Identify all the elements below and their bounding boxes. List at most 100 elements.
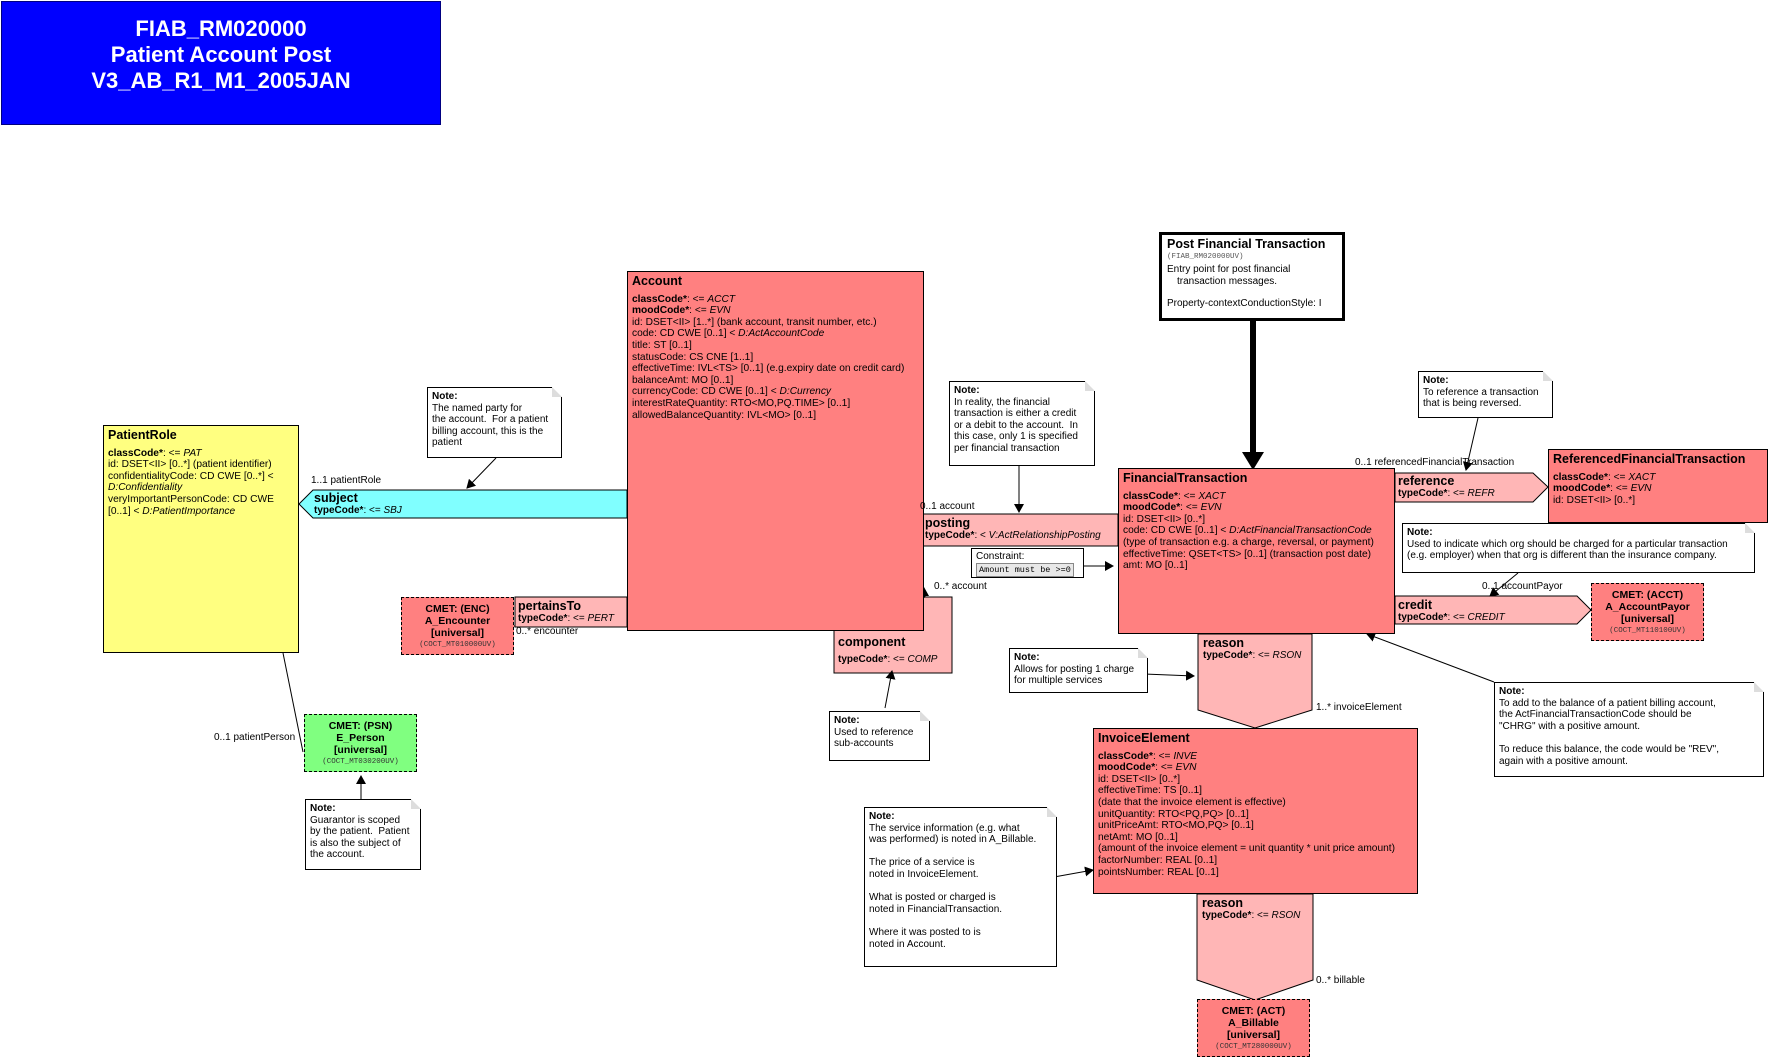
class-attribute: moodCode*: <= EVN (632, 305, 731, 317)
class-referenced-financial-transaction: ReferencedFinancialTransaction classCode… (1548, 449, 1768, 523)
referenced-ft-name: ReferencedFinancialTransaction (1553, 452, 1746, 466)
note-line: Where it was posted to is (869, 926, 981, 938)
class-attribute: (amount of the invoice element = unit qu… (1098, 843, 1396, 855)
class-attribute: moodCode*: <= EVN (1123, 502, 1222, 514)
component-name: component (838, 635, 906, 649)
reference-shape (1394, 472, 1549, 503)
invoice-element-name: InvoiceElement (1098, 731, 1190, 745)
note-line: (e.g. employer) when that org is differe… (1407, 550, 1717, 562)
reason2-shape (1196, 893, 1314, 1001)
class-attribute: veryImportantPersonCode: CD CWE (108, 493, 274, 505)
class-attribute: amt: MO [0..1] (1123, 560, 1188, 572)
class-attribute: allowedBalanceQuantity: IVL<MO> [0..1] (632, 409, 817, 421)
class-attribute: D:Confidentiality (108, 482, 183, 494)
cmet-a-encounter: CMET: (ENC) A_Encounter [universal] (COC… (401, 597, 514, 655)
class-attribute: effectiveTime: TS [0..1] (1098, 785, 1202, 797)
rel-credit: credit typeCode*: <= CREDIT (1398, 598, 1505, 623)
note-line: Allows for posting 1 charge (1014, 663, 1135, 675)
label-account-many: 0..* account (934, 581, 987, 592)
note-header: Note: (432, 391, 458, 402)
credit-typecode: typeCode*: <= CREDIT (1398, 612, 1505, 623)
class-attribute: title: ST [0..1] (632, 339, 692, 351)
pertains-to-name: pertainsTo (518, 599, 581, 613)
constraint-label: Constraint: (976, 551, 1025, 562)
note-line: noted in Account. (869, 938, 946, 950)
note-line: To reference a transaction (1423, 386, 1539, 398)
class-attribute: confidentialityCode: CD CWE [0..*] < (108, 470, 274, 482)
note-line: The price of a service is (869, 857, 975, 869)
note-header: Note: (1014, 652, 1040, 663)
class-attribute: moodCode*: <= EVN (1098, 762, 1197, 774)
note-line: the ActFinancialTransactionCode should b… (1499, 709, 1692, 721)
cmet-person-name: E_Person (336, 732, 385, 744)
rel-reason-2: reason typeCode*: <= RSON (1202, 896, 1300, 921)
rel-pertains-to: pertainsTo typeCode*: <= PERT (518, 599, 614, 624)
note-line: noted in InvoiceElement. (869, 868, 979, 880)
note-line: To reduce this balance, the code would b… (1499, 743, 1720, 755)
cmet-billable-id: (COCT_MT280000UV) (1215, 1043, 1292, 1051)
class-attribute: classCode*: <= XACT (1553, 471, 1656, 483)
note-org-charged: Note: Used to indicate which org should … (1402, 523, 1755, 573)
class-attribute: (type of transaction e.g. a charge, reve… (1123, 536, 1374, 548)
note-line: To add to the balance of a patient billi… (1499, 697, 1716, 709)
cmet-payor-name: A_AccountPayor (1605, 601, 1690, 613)
class-attribute: id: DSET<II> [0..*] (patient identifier) (108, 459, 272, 471)
diagram-title-banner: FIAB_RM020000 Patient Account Post V3_AB… (1, 1, 441, 125)
note-line (869, 881, 1052, 893)
class-financial-transaction: FinancialTransaction classCode*: <= XACT… (1118, 468, 1395, 634)
cmet-person-type: CMET: (PSN) (328, 720, 393, 732)
note-body: Used to indicate which org should be cha… (1407, 539, 1750, 562)
note-line: Guarantor is scoped (310, 814, 401, 826)
note-line: patient (432, 437, 463, 449)
pertains-to-shape (514, 596, 628, 628)
note-line (1499, 732, 1759, 744)
cmet-encounter-type: CMET: (ENC) (425, 603, 490, 615)
class-attribute: code: CD CWE [0..1] < D:ActAccountCode (632, 328, 825, 340)
patient-person-link (282, 652, 304, 753)
pertains-to-typecode: typeCode*: <= PERT (518, 613, 614, 624)
reference-typecode: typeCode*: <= REFR (1398, 488, 1495, 499)
account-name: Account (632, 274, 682, 288)
posting-typecode: typeCode*: < V:ActRelationshipPosting (925, 530, 1101, 541)
note-line (869, 846, 1052, 858)
title-line-3: V3_AB_R1_M1_2005JAN (91, 68, 351, 93)
note-line: transaction is either a credit (954, 408, 1077, 420)
reason1-typecode: typeCode*: <= RSON (1203, 650, 1302, 661)
constraint-value: Amount must be >=0 (976, 563, 1074, 577)
note-line: The service information (e.g. what (869, 822, 1020, 834)
note-line: billing account, this is the (432, 425, 544, 437)
entry-point-arrowhead (1242, 452, 1264, 470)
patient-role-name: PatientRole (108, 428, 177, 442)
class-attribute: statusCode: CS CNE [1..1] (632, 351, 754, 363)
label-encounter: 0..* encounter (516, 626, 579, 637)
class-attribute: code: CD CWE [0..1] < D:ActFinancialTran… (1123, 525, 1372, 537)
component-typecode: typeCode*: <= COMP (838, 654, 938, 665)
label-account-payor: 0..1 accountPayor (1482, 581, 1563, 592)
subject-name: subject (314, 491, 358, 505)
cmet-person-scope: [universal] (333, 744, 388, 756)
note-line: noted in FinancialTransaction. (869, 903, 1003, 915)
class-attribute: classCode*: <= INVE (1098, 750, 1198, 762)
note-service: Note: The service information (e.g. what… (864, 807, 1057, 967)
class-attribute: classCode*: <= XACT (1123, 490, 1226, 502)
cmet-e-person: CMET: (PSN) E_Person [universal] (COCT_M… (304, 714, 417, 772)
credit-name: credit (1398, 598, 1433, 612)
class-attribute: classCode*: <= PAT (108, 447, 202, 459)
note-header: Note: (310, 803, 336, 814)
class-attribute: classCode*: <= ACCT (632, 293, 736, 305)
reason1-name: reason (1203, 636, 1244, 650)
cmet-payor-id: (COCT_MT110100UV) (1609, 627, 1686, 635)
note-line: or a debit to the account. In (954, 419, 1078, 431)
label-patient-role: 1..1 patientRole (311, 475, 382, 486)
